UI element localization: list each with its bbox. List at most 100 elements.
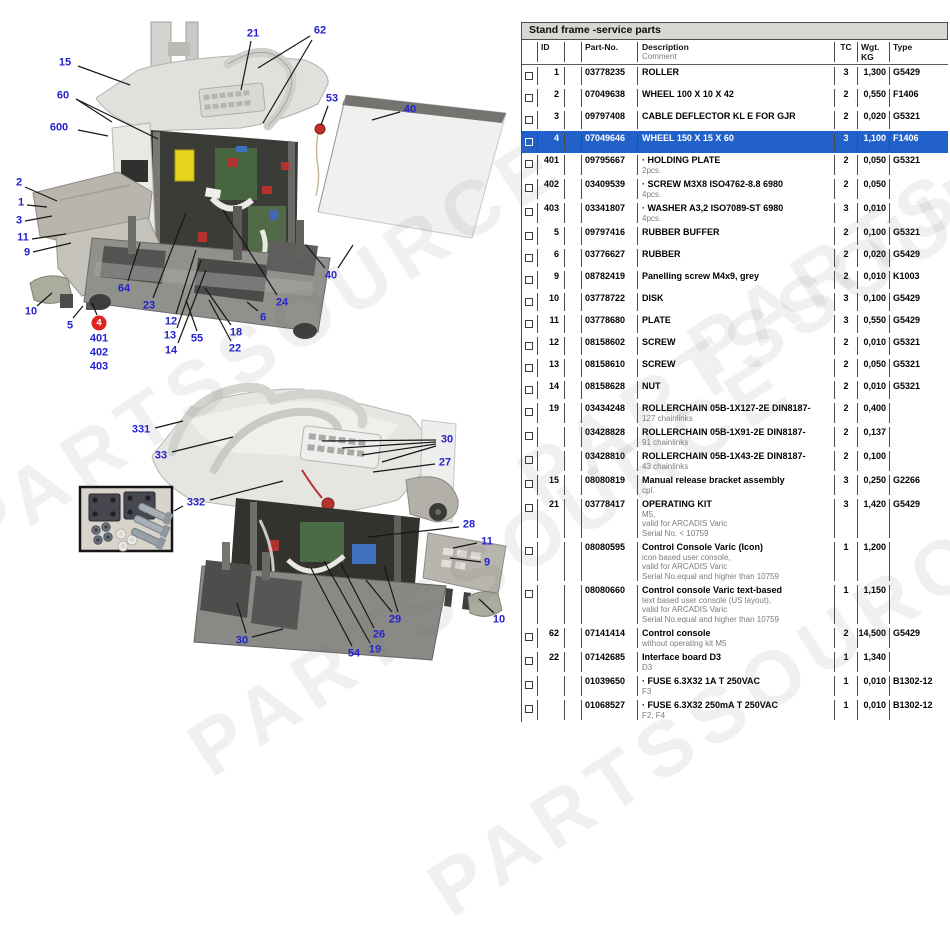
callout-label-30[interactable]: 30	[440, 433, 454, 446]
row-checkbox[interactable]	[525, 705, 533, 713]
row-checkbox[interactable]	[525, 364, 533, 372]
callout-label-60[interactable]: 60	[56, 89, 70, 102]
callout-label-21[interactable]: 21	[246, 27, 260, 40]
row-checkbox[interactable]	[525, 386, 533, 394]
callout-label-27[interactable]: 27	[438, 456, 452, 469]
callout-label-40[interactable]: 40	[403, 103, 417, 116]
callout-label-28[interactable]: 28	[462, 518, 476, 531]
callout-label-2[interactable]: 2	[15, 176, 23, 189]
callout-label-19[interactable]: 19	[368, 643, 382, 656]
callout-label-40[interactable]: 40	[324, 269, 338, 282]
row-checkbox[interactable]	[525, 276, 533, 284]
callout-label-10[interactable]: 10	[492, 613, 506, 626]
row-checkbox[interactable]	[525, 184, 533, 192]
callout-label-11[interactable]: 11	[481, 535, 493, 548]
row-checkbox[interactable]	[525, 590, 533, 598]
callout-label-402[interactable]: 402	[89, 346, 109, 359]
row-checkbox[interactable]	[525, 633, 533, 641]
row-checkbox[interactable]	[525, 456, 533, 464]
callout-label-18[interactable]: 18	[229, 326, 243, 339]
row-checkbox[interactable]	[525, 94, 533, 102]
row-checkbox[interactable]	[525, 116, 533, 124]
callout-label-332[interactable]: 332	[186, 496, 206, 509]
row-checkbox[interactable]	[525, 320, 533, 328]
row-checkbox[interactable]	[525, 208, 533, 216]
callout-label-9[interactable]: 9	[23, 246, 31, 259]
callout-label-54[interactable]: 54	[347, 647, 361, 660]
cell-part-no: 07142685	[581, 652, 637, 672]
callout-label-6[interactable]: 6	[259, 311, 267, 324]
callout-label-55[interactable]: 55	[190, 332, 204, 345]
row-checkbox[interactable]	[525, 408, 533, 416]
row-checkbox[interactable]	[525, 504, 533, 512]
row-checkbox[interactable]	[525, 547, 533, 555]
callout-label-5[interactable]: 5	[66, 319, 74, 332]
callout-label-10[interactable]: 10	[24, 305, 38, 318]
callout-label-14[interactable]: 14	[164, 344, 178, 357]
callout-label-64[interactable]: 64	[117, 282, 131, 295]
row-checkbox[interactable]	[525, 232, 533, 240]
callout-label-33[interactable]: 33	[154, 449, 168, 462]
callout-label-26[interactable]: 26	[372, 628, 386, 641]
callout-label-30[interactable]: 30	[235, 634, 249, 647]
row-checkbox[interactable]	[525, 432, 533, 440]
row-checkbox[interactable]	[525, 254, 533, 262]
callout-label-15[interactable]: 15	[58, 56, 72, 69]
callout-label-62[interactable]: 62	[313, 24, 327, 37]
callout-label-403[interactable]: 403	[89, 360, 109, 373]
callout-label-11[interactable]: 11	[17, 231, 29, 244]
callout-label-53[interactable]: 53	[325, 92, 339, 105]
cell-id: 6	[537, 249, 564, 267]
row-checkbox[interactable]	[525, 138, 533, 146]
callout-label-600[interactable]: 600	[49, 121, 69, 134]
callout-label-24[interactable]: 24	[275, 296, 289, 309]
cell-tc: 3	[834, 67, 857, 85]
row-checkbox[interactable]	[525, 480, 533, 488]
column-header-gap	[564, 42, 581, 62]
callout-label-4[interactable]: 4	[91, 315, 107, 331]
row-checkbox[interactable]	[525, 681, 533, 689]
cell-id	[537, 427, 564, 447]
callout-label-23[interactable]: 23	[142, 299, 156, 312]
callout-label-22[interactable]: 22	[228, 342, 242, 355]
callout-label-3[interactable]: 3	[15, 214, 23, 227]
callout-label-401[interactable]: 401	[89, 332, 109, 345]
row-checkbox[interactable]	[525, 342, 533, 350]
callout-label-13[interactable]: 13	[163, 329, 177, 342]
callout-label-331[interactable]: 331	[131, 423, 151, 436]
row-checkbox[interactable]	[525, 657, 533, 665]
callout-label-12[interactable]: 12	[164, 315, 178, 328]
callout-label-29[interactable]: 29	[388, 613, 402, 626]
callout-label-1[interactable]: 1	[17, 196, 25, 209]
row-checkbox[interactable]	[525, 160, 533, 168]
callout-label-9[interactable]: 9	[483, 556, 491, 569]
row-checkbox[interactable]	[525, 72, 533, 80]
row-checkbox[interactable]	[525, 298, 533, 306]
